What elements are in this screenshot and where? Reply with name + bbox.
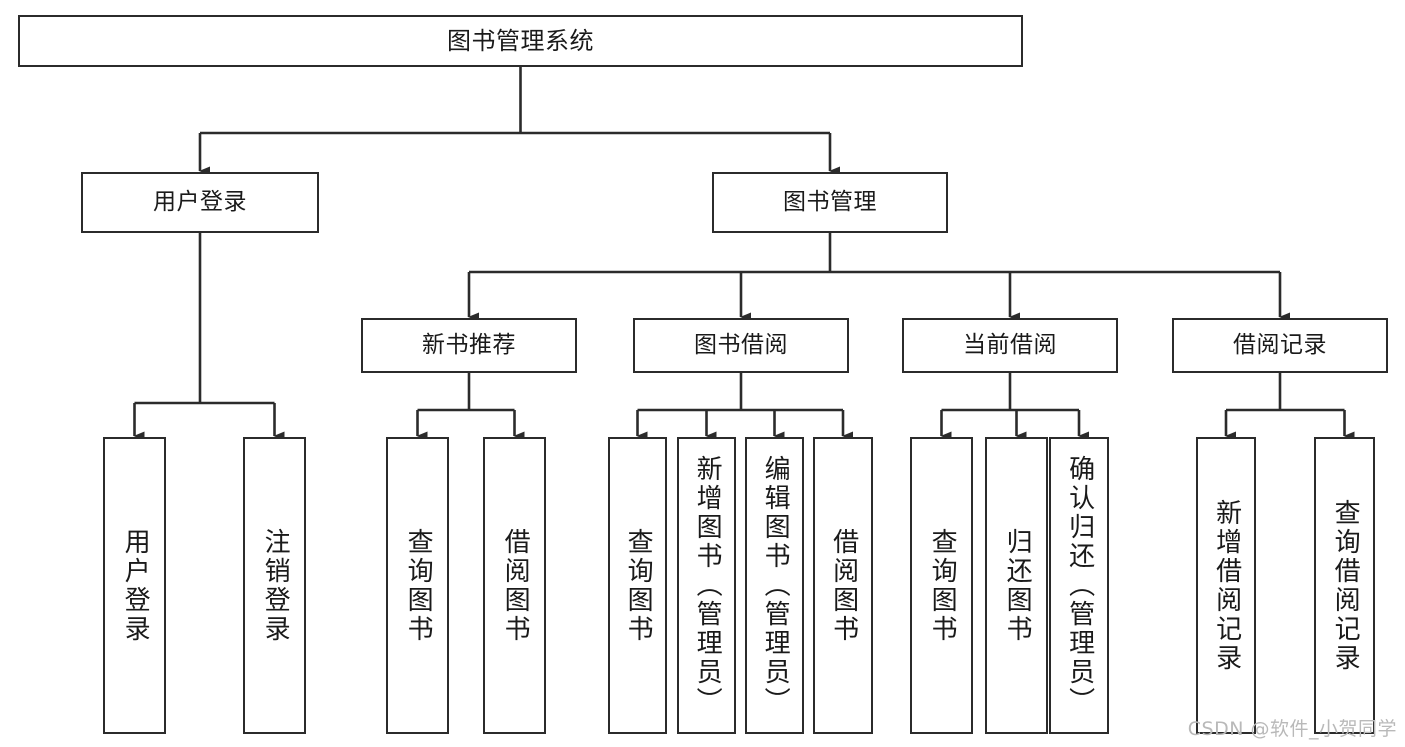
node-leaf-confirm-return[interactable]: 确认归还（管理员）: [1049, 437, 1109, 734]
node-leaf-borrow-book-1[interactable]: 借阅图书: [483, 437, 546, 734]
node-leaf-user-login-label: 用户登录: [120, 527, 151, 644]
node-leaf-query-book-1[interactable]: 查询图书: [386, 437, 449, 734]
node-leaf-query-book-2[interactable]: 查询图书: [608, 437, 667, 734]
node-leaf-user-logout[interactable]: 注销登录: [243, 437, 306, 734]
node-leaf-user-login[interactable]: 用户登录: [103, 437, 166, 734]
node-leaf-borrow-book-1-label: 借阅图书: [500, 527, 531, 644]
node-new-book-recommend-label: 新书推荐: [422, 331, 516, 358]
node-leaf-confirm-return-label: 确认归还（管理员）: [1064, 455, 1095, 716]
node-leaf-user-logout-label: 注销登录: [260, 527, 291, 644]
node-leaf-edit-book[interactable]: 编辑图书（管理员）: [745, 437, 804, 734]
node-leaf-query-book-2-label: 查询图书: [623, 527, 654, 644]
node-root[interactable]: 图书管理系统: [18, 15, 1023, 67]
node-leaf-return-book-label: 归还图书: [1002, 527, 1033, 644]
node-leaf-edit-book-label: 编辑图书（管理员）: [760, 455, 791, 716]
node-leaf-borrow-book-2-label: 借阅图书: [828, 527, 859, 644]
node-leaf-query-borrow-record[interactable]: 查询借阅记录: [1314, 437, 1375, 734]
node-leaf-query-book-3-label: 查询图书: [927, 527, 958, 644]
node-user-login-label: 用户登录: [153, 188, 247, 215]
node-user-login[interactable]: 用户登录: [81, 172, 319, 233]
node-book-borrow-label: 图书借阅: [694, 331, 788, 358]
node-book-borrow[interactable]: 图书借阅: [633, 318, 849, 373]
watermark: CSDN @软件_小贺同学: [1187, 718, 1397, 740]
node-current-borrow[interactable]: 当前借阅: [902, 318, 1118, 373]
node-leaf-borrow-book-2[interactable]: 借阅图书: [813, 437, 873, 734]
node-new-book-recommend[interactable]: 新书推荐: [361, 318, 577, 373]
node-leaf-add-book[interactable]: 新增图书（管理员）: [677, 437, 736, 734]
node-leaf-query-borrow-record-label: 查询借阅记录: [1330, 498, 1361, 673]
node-leaf-add-borrow-record[interactable]: 新增借阅记录: [1196, 437, 1256, 734]
node-book-manage[interactable]: 图书管理: [712, 172, 948, 233]
node-borrow-record-label: 借阅记录: [1233, 331, 1327, 358]
node-leaf-query-book-3[interactable]: 查询图书: [910, 437, 973, 734]
node-root-label: 图书管理系统: [447, 26, 594, 55]
node-book-manage-label: 图书管理: [783, 188, 877, 215]
node-leaf-query-book-1-label: 查询图书: [403, 527, 434, 644]
node-current-borrow-label: 当前借阅: [963, 331, 1057, 358]
node-leaf-return-book[interactable]: 归还图书: [985, 437, 1048, 734]
node-leaf-add-book-label: 新增图书（管理员）: [692, 455, 723, 716]
node-leaf-add-borrow-record-label: 新增借阅记录: [1211, 498, 1242, 673]
node-borrow-record[interactable]: 借阅记录: [1172, 318, 1388, 373]
